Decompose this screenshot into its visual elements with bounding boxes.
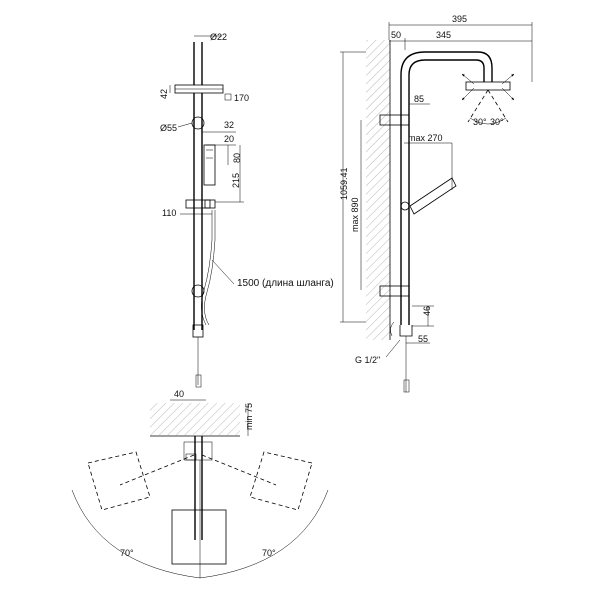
dim-hand-shower-offset: 32	[224, 120, 234, 130]
dim-bracket-offset: 85	[414, 94, 424, 104]
dim-min-distance: min 75	[244, 403, 254, 430]
dim-hand-shower-width: 20	[224, 134, 234, 144]
side-view: 30° 30° 395 50 345 85 max 270 1059.41 ma…	[339, 14, 533, 393]
dim-hand-shower-head: 80	[232, 153, 242, 163]
dim-arm-length: 345	[436, 30, 451, 40]
dim-top-width: 40	[174, 389, 184, 399]
front-view: Ø22 42 170 Ø55 32 20 80 215 110 1500 (дл…	[159, 32, 334, 388]
dim-hand-shower-length: 215	[231, 173, 241, 188]
dim-bottom-height: 46	[422, 306, 432, 316]
dim-total-height: 1059.41	[339, 167, 349, 200]
dim-head-size: 170	[234, 93, 249, 103]
angle-left-70: 70°	[120, 548, 134, 558]
dim-pipe-diameter: Ø22	[210, 32, 227, 42]
dim-head-height: 42	[159, 89, 169, 99]
angle-right-70: 70°	[262, 548, 276, 558]
thread-label: G 1/2"	[355, 355, 380, 365]
hose-length-note: 1500 (длина шланга)	[237, 278, 334, 289]
dim-bottom-offset: 55	[418, 334, 428, 344]
dim-max-height: max 890	[350, 197, 360, 232]
angle-right-label: 30°	[490, 117, 504, 127]
dim-slider-travel: max 270	[408, 133, 443, 143]
dim-total-reach: 395	[452, 14, 467, 24]
top-view: 70° 70° 40 min 75	[71, 389, 329, 579]
angle-left-label: 30°	[473, 117, 487, 127]
dim-holder-diameter: Ø55	[160, 123, 177, 133]
dim-bracket-width: 110	[162, 208, 176, 218]
dim-wall-offset: 50	[391, 30, 401, 40]
